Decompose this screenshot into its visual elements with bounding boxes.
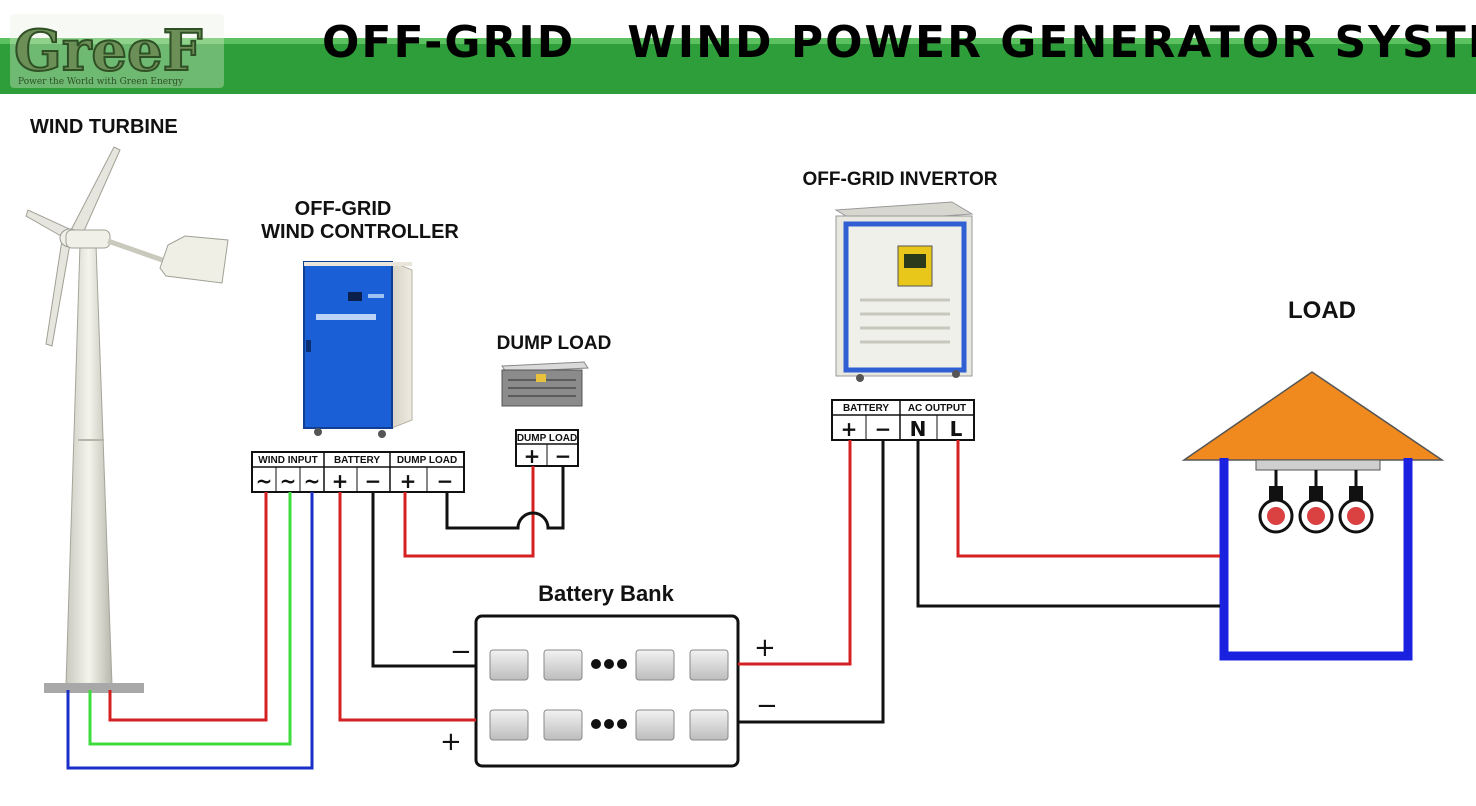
invertor-terminal-batt-plus: + [841,417,858,441]
logo: GreeF Power the World with Green Energy [10,14,224,88]
invertor-cabinet [834,201,974,382]
logo-tagline: Power the World with Green Energy [18,77,184,87]
turbine-tail-vane [159,235,229,284]
controller-front-panel [303,261,393,429]
controller-terminal-group-wind-input: WIND INPUT [258,455,317,466]
controller-terminal-dump-minus: − [437,469,454,493]
wire-inv-batt-plus [738,440,852,666]
header-green-band [0,38,1476,94]
wire-dump-plus [403,466,535,558]
dump-terminal-group: DUMP LOAD [517,433,577,444]
battery-bank [474,614,740,768]
invertor-terminal-block: BATTERY AC OUTPUT + − N L [831,399,975,441]
controller-label-line2: WIND CONTROLLER [261,221,459,243]
battery-row-bottom [489,709,729,741]
controller-terminal-ac2: ~ [280,469,297,493]
wind-turbine-illustration [25,146,229,693]
logo-text: GreeF [14,18,203,84]
controller-label-line1: OFF-GRID [295,198,392,220]
dump-terminal-plus: + [524,444,541,468]
house-wall [1219,458,1413,661]
invertor-terminal-group-battery: BATTERY [843,403,889,414]
house-roof [1181,371,1445,461]
controller-terminal-batt-plus: + [332,469,349,493]
header-band-highlight [0,38,1476,44]
dump-load-unit [501,361,589,407]
invertor-terminal-batt-minus: − [875,417,892,441]
controller-terminal-group-dump-load: DUMP LOAD [397,455,457,466]
battery-left-plus-sign: + [440,727,462,757]
wire-ac-l [956,440,1220,558]
invertor-label: OFF-GRID INVERTOR [803,169,998,190]
wire-dump-minus [445,466,565,530]
wire-ctrl-batt-minus [371,492,476,668]
load-label: LOAD [1288,297,1356,324]
controller-terminal-ac3: ~ [304,469,321,493]
controller-terminal-ac1: ~ [256,469,273,493]
invertor-terminal-group-ac-output: AC OUTPUT [908,403,966,414]
controller-cabinet [303,261,413,438]
controller-terminal-block: WIND INPUT BATTERY DUMP LOAD ~ ~ ~ + − +… [251,451,465,493]
dump-load-terminal-block: DUMP LOAD + − [515,429,579,468]
turbine-tower [65,244,113,686]
battery-left-minus-sign: − [450,637,472,667]
invertor-terminal-ac-l: L [950,417,963,441]
turbine-base [44,683,144,693]
dump-terminal-minus: − [555,444,572,468]
turbine-nacelle [65,229,111,249]
controller-terminal-group-battery: BATTERY [334,455,380,466]
dump-load-label: DUMP LOAD [497,333,612,354]
battery-right-plus-sign: + [754,633,776,663]
wiring [66,440,1220,770]
wire-wind-red [108,492,268,722]
wire-ctrl-batt-plus [338,492,476,722]
bulb-2 [1298,470,1334,534]
wire-wind-blue [66,492,314,770]
page-title: OFF-GRID WIND POWER GENERATOR SYSTEM [322,17,1476,68]
bulb-1 [1258,470,1294,534]
house-load [1181,371,1445,661]
battery-right-minus-sign: − [756,691,778,721]
wire-inv-batt-minus [738,440,885,724]
battery-row-top [489,649,729,681]
header: GreeF Power the World with Green Energy … [0,14,1476,94]
controller-terminal-dump-plus: + [400,469,417,493]
invertor-terminal-ac-n: N [910,417,927,441]
wire-wind-green [88,492,292,746]
controller-terminal-batt-minus: − [365,469,382,493]
wind-turbine-label: WIND TURBINE [30,116,178,138]
battery-bank-label: Battery Bank [538,581,674,606]
wire-ac-n [916,440,1220,608]
bulb-3 [1338,470,1374,534]
